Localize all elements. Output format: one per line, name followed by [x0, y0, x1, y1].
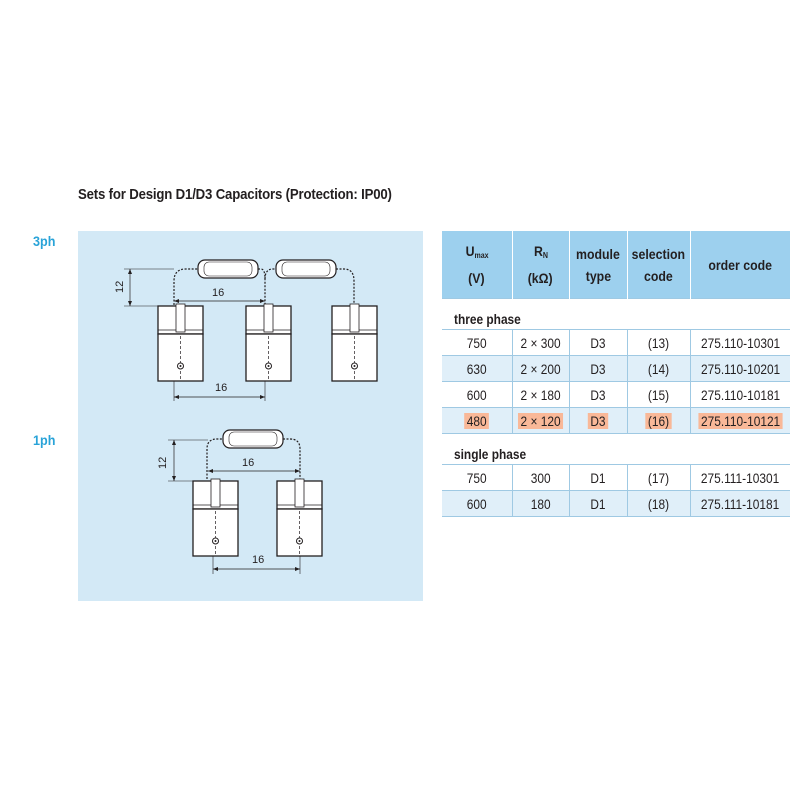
cell-umax: 600 — [466, 495, 487, 512]
cell-order: 275.111-10301 — [701, 469, 780, 486]
section-header: three phase — [442, 298, 790, 330]
header-order-code: order code — [689, 231, 790, 299]
cell-order: 275.110-10201 — [700, 360, 780, 377]
table-row: 750 2 × 300 D3 (13) 275.110-10301 — [442, 329, 790, 356]
three-phase-drawing: 12 16 16 — [114, 259, 378, 401]
cell-order: 275.110-10301 — [700, 334, 780, 351]
cell-umax: 630 — [466, 360, 487, 377]
cell-module: D3 — [587, 412, 609, 429]
dim-height-3ph: 12 — [114, 281, 126, 293]
table-row: 600 2 × 180 D3 (15) 275.110-10181 — [442, 381, 790, 408]
cell-umax: 750 — [466, 334, 487, 351]
cell-selection: (13) — [647, 334, 670, 351]
table-row: 600 180 D1 (18) 275.111-10181 — [442, 490, 790, 516]
section-header: single phase — [442, 433, 790, 465]
table-header: Umax (V) RN (kΩ) module type selection c… — [442, 231, 790, 299]
cell-module: D3 — [590, 360, 606, 377]
cell-module: D3 — [590, 334, 606, 351]
cell-rn: 2 × 180 — [520, 386, 561, 403]
cell-selection: (14) — [647, 360, 670, 377]
cell-selection: (18) — [647, 495, 670, 512]
header-module-type: module type — [568, 231, 627, 299]
cell-umax: 480 — [464, 412, 490, 429]
page-title: Sets for Design D1/D3 Capacitors (Protec… — [78, 186, 392, 203]
cell-rn: 300 — [530, 469, 551, 486]
section-label: single phase — [454, 446, 527, 462]
table-row: 480 2 × 120 D3 (16) 275.110-10121 — [442, 407, 790, 434]
cell-rn: 2 × 200 — [520, 360, 561, 377]
header-umax: Umax (V) — [442, 231, 512, 299]
label-three-phase: 3ph — [33, 233, 56, 249]
section-label: three phase — [454, 311, 521, 327]
cell-order: 275.110-10121 — [698, 412, 783, 429]
cell-module: D1 — [590, 495, 606, 512]
cell-order: 275.111-10181 — [701, 495, 780, 512]
dim-height-1ph: 12 — [157, 457, 169, 469]
cell-rn: 2 × 120 — [517, 412, 564, 429]
cell-umax: 750 — [466, 469, 487, 486]
header-rn: RN (kΩ) — [511, 231, 569, 299]
table-row: 750 300 D1 (17) 275.111-10301 — [442, 464, 790, 491]
capacitor-set-drawing: 12 16 16 12 1 — [114, 259, 378, 574]
cell-selection: (15) — [647, 386, 670, 403]
single-phase-drawing: 12 16 16 — [157, 429, 323, 574]
cell-module: D1 — [590, 469, 606, 486]
cell-rn: 2 × 300 — [520, 334, 561, 351]
label-single-phase: 1ph — [33, 432, 56, 448]
header-selection-code: selection code — [626, 231, 690, 299]
cell-umax: 600 — [466, 386, 487, 403]
cell-order: 275.110-10181 — [700, 386, 780, 403]
cell-selection: (16) — [645, 412, 672, 429]
cell-selection: (17) — [647, 469, 670, 486]
order-table: Umax (V) RN (kΩ) module type selection c… — [442, 231, 790, 517]
dim-spacing-3ph-bottom: 16 — [215, 382, 227, 394]
dim-spacing-1ph-top: 16 — [242, 457, 254, 469]
dim-spacing-1ph-bottom: 16 — [252, 554, 264, 566]
cell-rn: 180 — [530, 495, 551, 512]
dim-spacing-3ph-top: 16 — [212, 287, 224, 299]
table-row: 630 2 × 200 D3 (14) 275.110-10201 — [442, 355, 790, 382]
drawing-panel: 12 16 16 12 1 — [78, 231, 423, 601]
cell-module: D3 — [590, 386, 606, 403]
